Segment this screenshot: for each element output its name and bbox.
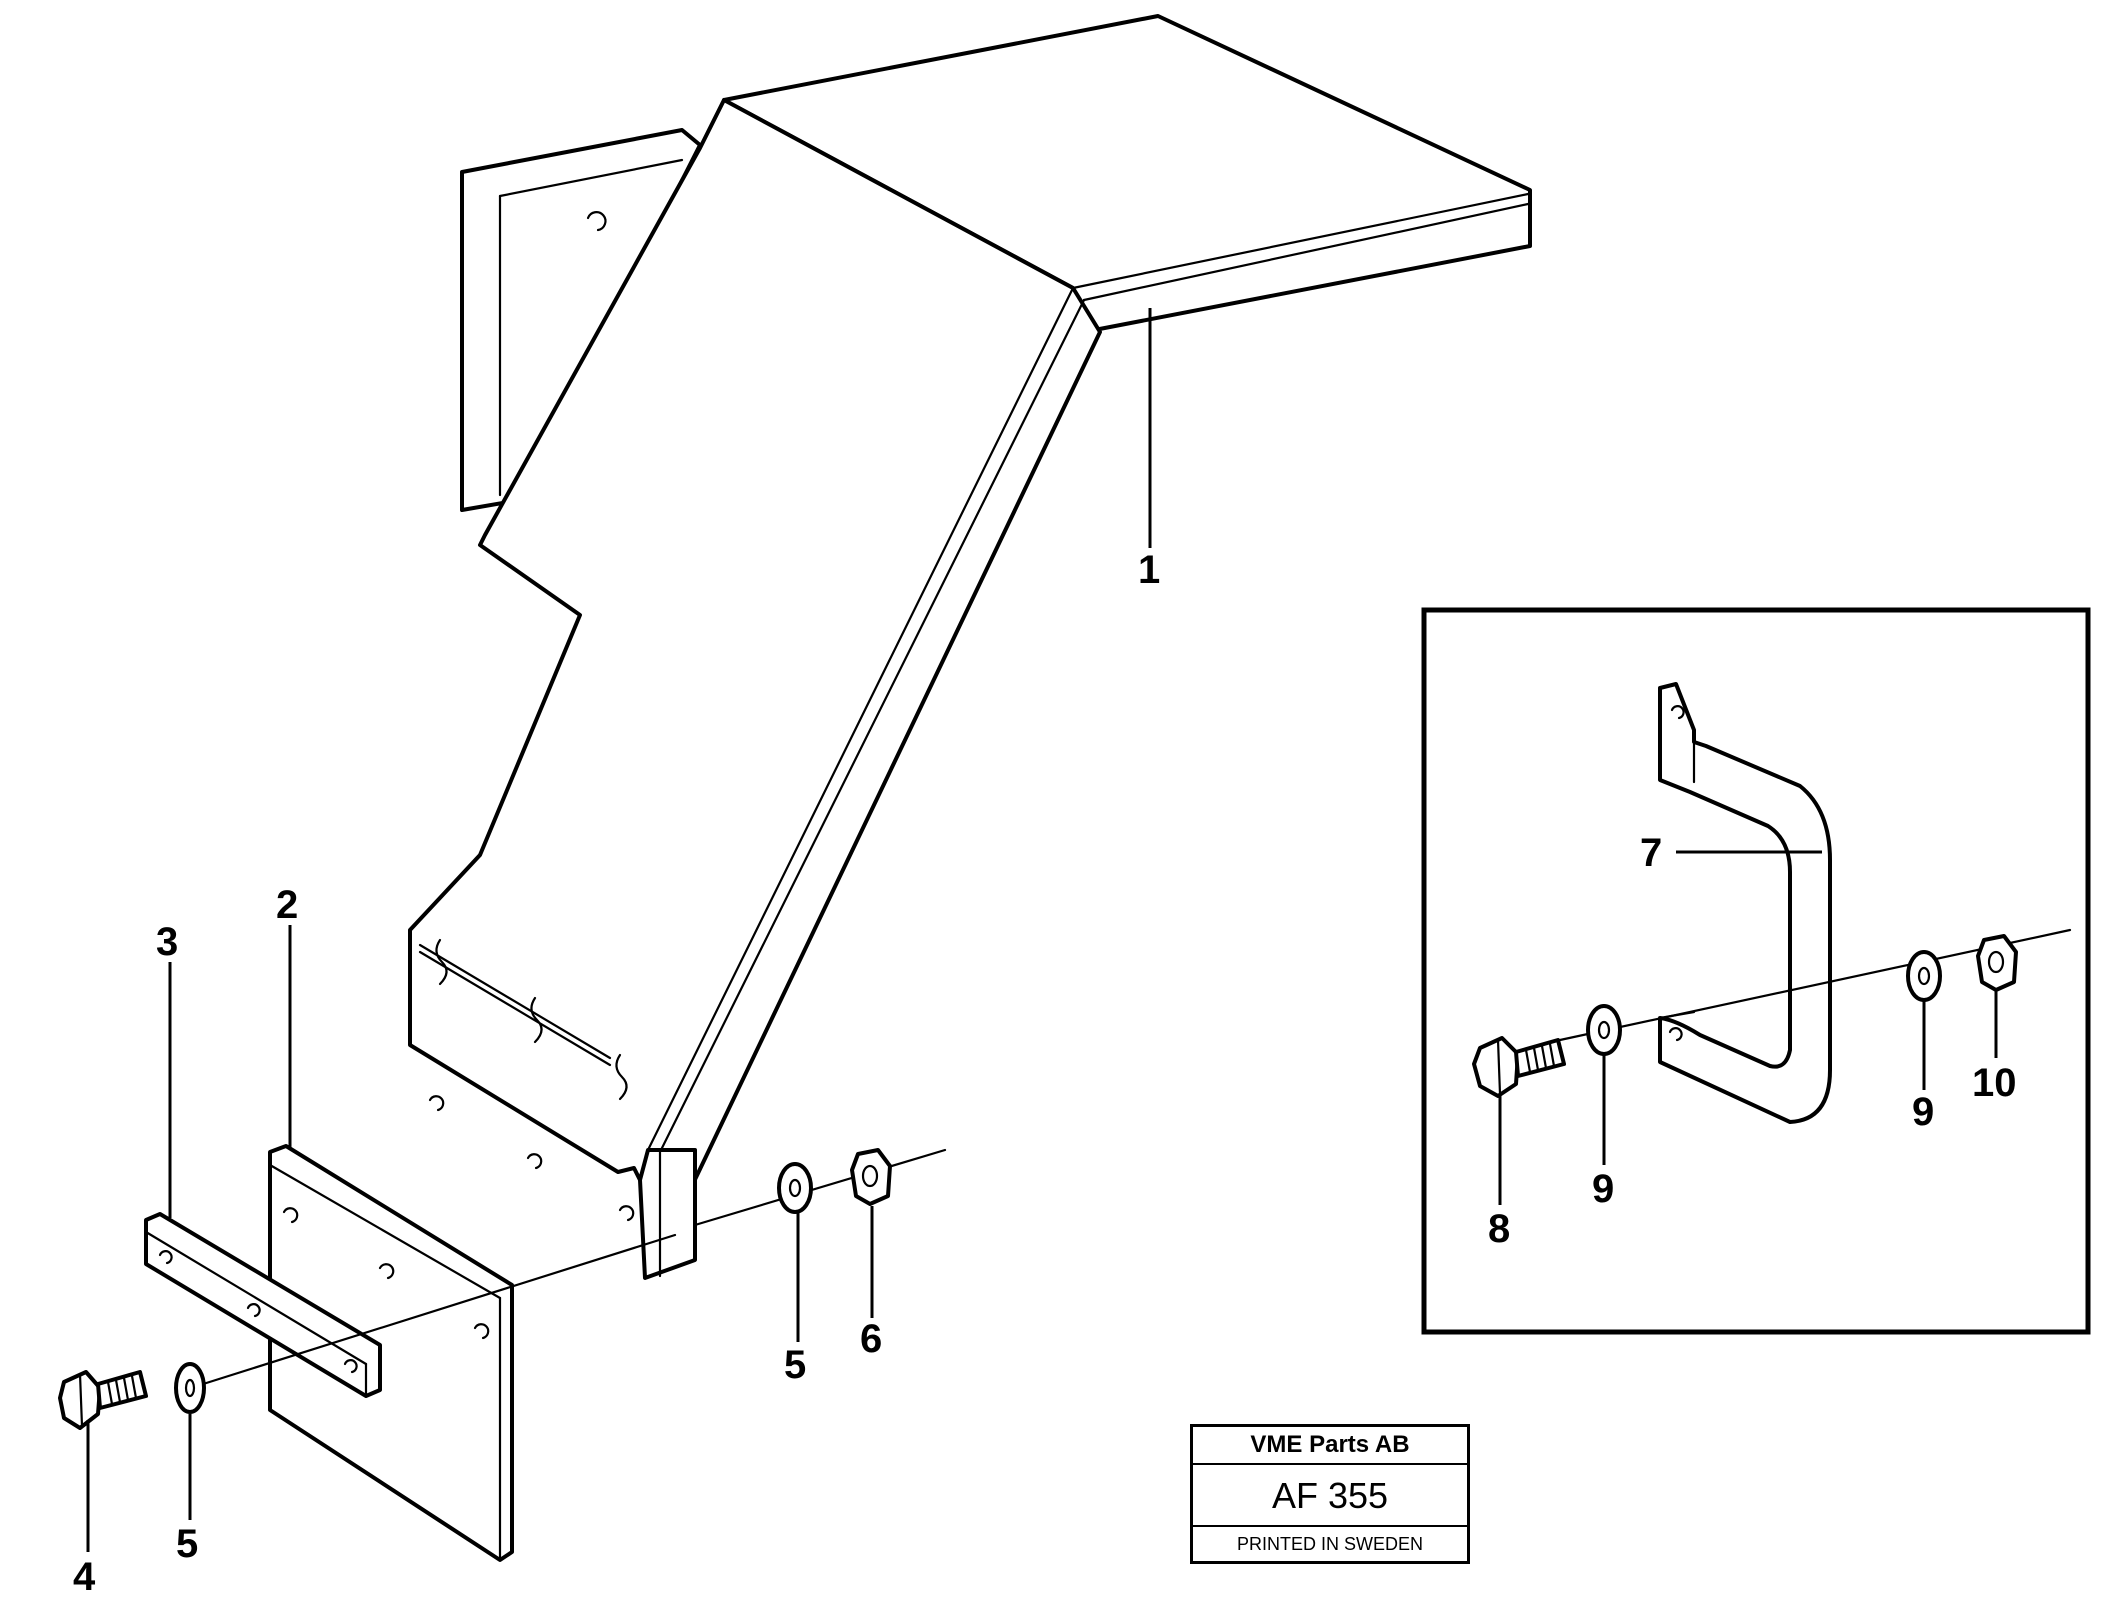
hex-nut xyxy=(1976,934,2018,992)
washer xyxy=(174,1362,206,1414)
washer xyxy=(1586,1004,1622,1056)
mounting-plate xyxy=(268,1144,514,1562)
fender-guard xyxy=(408,14,1532,1280)
stamp-company: VME Parts AB xyxy=(1193,1427,1467,1465)
stamp-note: PRINTED IN SWEDEN xyxy=(1236,1534,1423,1554)
clamping-strip xyxy=(144,1212,382,1398)
callout-5: 5 xyxy=(784,1343,806,1387)
title-stamp: VME Parts AB AF 355 PRINTED IN SWEDEN xyxy=(1190,1424,1470,1564)
callout-10: 10 xyxy=(1972,1061,2017,1105)
stamp-code: AF 355 xyxy=(1193,1465,1467,1527)
callout-3: 3 xyxy=(156,920,178,964)
callout-7: 7 xyxy=(1640,831,1662,875)
callout-1: 1 xyxy=(1138,548,1160,592)
washer xyxy=(1906,950,1942,1002)
callout-8: 8 xyxy=(1488,1207,1510,1251)
bolt xyxy=(58,1370,148,1430)
hex-nut xyxy=(850,1148,892,1206)
washer xyxy=(777,1162,813,1214)
callout-9: 9 xyxy=(1912,1090,1934,1134)
detail-inset: 7 8 9 9 10 xyxy=(1421,607,2091,1335)
callout-2: 2 xyxy=(276,883,298,927)
callout-6: 6 xyxy=(860,1317,882,1361)
callout-5: 5 xyxy=(176,1522,198,1566)
callout-9: 9 xyxy=(1592,1167,1614,1211)
bolt xyxy=(1472,1036,1566,1098)
callout-4: 4 xyxy=(73,1555,96,1599)
